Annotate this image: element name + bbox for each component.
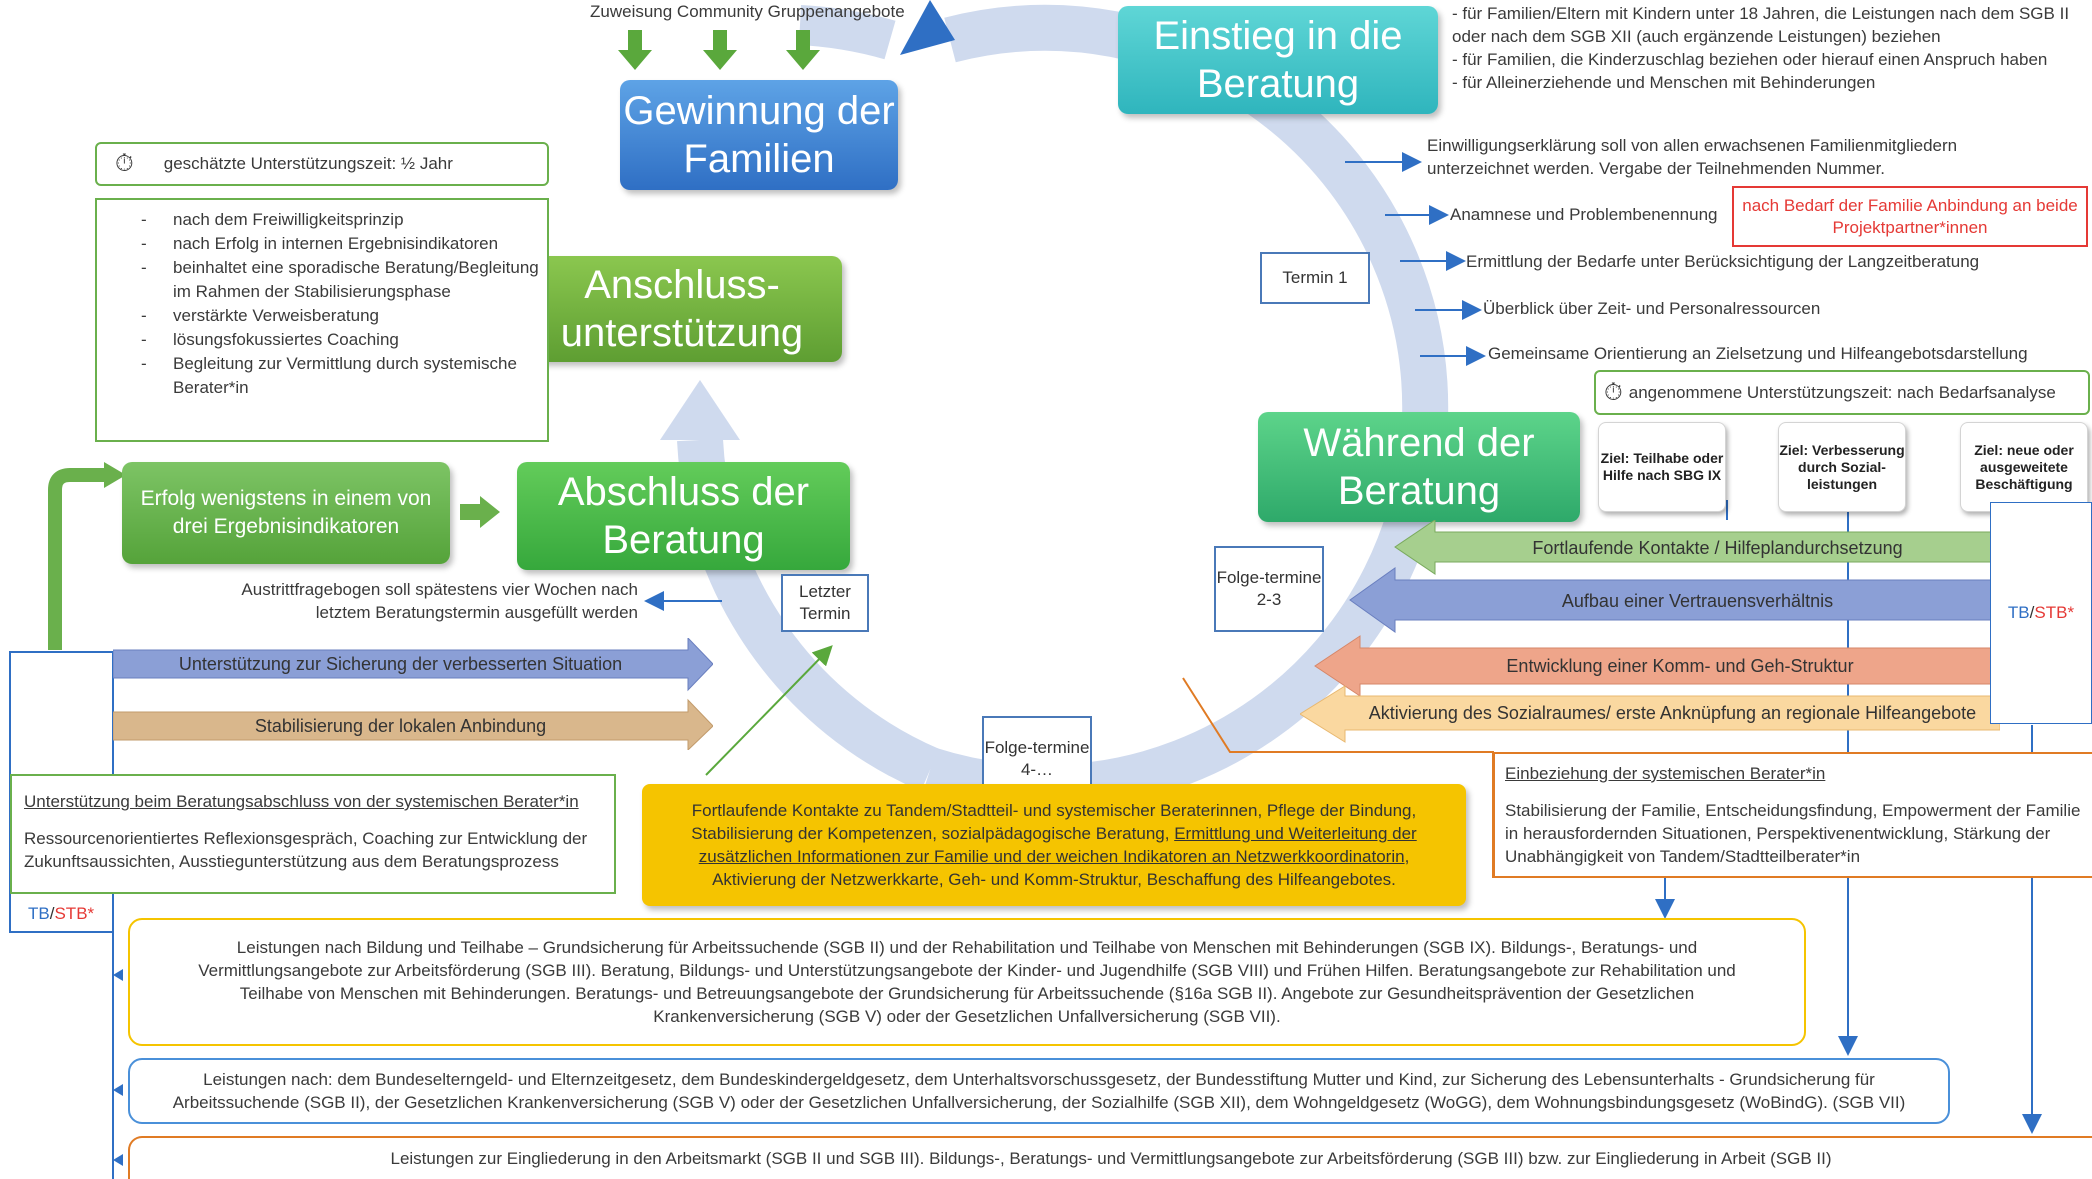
target-group-item: - für Familien/Eltern mit Kindern unter … [1452, 4, 2070, 46]
stb-label: STB* [54, 904, 95, 923]
project-partner-note: nach Bedarf der Familie Anbindung an bei… [1732, 186, 2088, 247]
during-bar-4: Aktivierung des Sozialraumes/ erste Ankn… [1368, 702, 1977, 723]
list-item: nach dem Freiwilligkeitsprinzip [97, 208, 547, 232]
phase-anschluss: Anschluss-unterstützung [522, 256, 842, 362]
einstieg-step-1: Einwilligungserklärung soll von allen er… [1427, 136, 1958, 178]
green-down-arrows [618, 30, 820, 70]
austritt-text: Austrittfragebogen soll spätestens vier … [241, 580, 638, 622]
einstieg-step-4: Überblick über Zeit- und Personalressour… [1483, 299, 1821, 318]
goal-beschaeftigung: Ziel: neue oder ausgeweitete Beschäftigu… [1960, 422, 2088, 512]
target-group-item: - für Familien, die Kinderzuschlag bezie… [1452, 50, 2048, 69]
systemic-involvement-title: Einbeziehung der systemischen Berater*in [1505, 764, 1826, 783]
during-bars [1300, 520, 2000, 743]
during-bar-3: Entwicklung einer Komm- und Geh-Struktur [1506, 655, 1854, 676]
einstieg-step-5: Gemeinsame Orientierung an Zielsetzung u… [1488, 344, 2028, 363]
estimated-time-box: ⏱ geschätzte Unterstützungszeit: ½ Jahr [95, 142, 549, 186]
phase-abschluss: Abschluss der Beratung [517, 462, 850, 570]
systemic-support-text: Ressourcenorientiertes Reflexionsgespräc… [24, 829, 588, 871]
list-item: beinhaltet eine sporadische Beratung/Beg… [97, 256, 547, 304]
yellow-text-2: , Aktivierung der Netzwerkkarte, Geh- un… [712, 847, 1410, 889]
leistungen-panel-1: Leistungen nach Bildung und Teilhabe – G… [128, 918, 1806, 1046]
termin-1: Termin 1 [1260, 252, 1370, 304]
stopwatch-icon: ⏱ [1604, 378, 1623, 406]
stopwatch-icon: ⏱ [115, 150, 134, 177]
anschluss-list-box: nach dem Freiwilligkeitsprinzip nach Erf… [95, 198, 549, 442]
einstieg-arrows [1345, 152, 1486, 366]
tb-stb-left: TB/STB* [28, 904, 94, 924]
systemic-involvement-box: Einbeziehung der systemischen Berater*in… [1493, 752, 2092, 878]
abschluss-bars [113, 638, 713, 750]
during-bar-2: Aufbau einer Vertrauensverhältnis [1561, 590, 1834, 611]
yellow-info-box: Fortlaufende Kontakte zu Tandem/Stadttei… [642, 784, 1466, 906]
slash-label: / [2029, 603, 2035, 622]
success-right-arrow [460, 496, 500, 528]
list-item: lösungsfokussiertes Coaching [97, 328, 547, 352]
abschluss-bar-1: Unterstützung zur Sicherung der verbesse… [178, 653, 623, 674]
systemic-support-box: Unterstützung beim Beratungsabschluss vo… [10, 774, 616, 894]
einstieg-step-3: Ermittlung der Bedarfe unter Berücksicht… [1466, 252, 1980, 271]
yellow-text-1: Fortlaufende Kontakte zu Tandem/Stadttei… [691, 801, 1417, 843]
green-diagonal [705, 645, 833, 776]
yellow-text-underlined: Ermittlung und Weiterleitung der zusätzl… [698, 824, 1417, 866]
top-label: Zuweisung Community Gruppenangebote [590, 2, 905, 21]
einstieg-step-2: Anamnese und Problembenennung [1450, 205, 1718, 224]
cycle-ring-top [798, 5, 896, 60]
anschluss-list: nach dem Freiwilligkeitsprinzip nach Erf… [97, 208, 547, 400]
accepted-time-text: angenommene Unterstützungszeit: nach Bed… [1628, 382, 2056, 402]
goal-sozialleistungen: Ziel: Verbesserung durch Sozial-leistung… [1778, 422, 1906, 512]
stb-label: STB* [2034, 603, 2075, 622]
erfolg-box: Erfolg wenigstens in einem von drei Erge… [122, 462, 450, 564]
goal-teilhabe: Ziel: Teilhabe oder Hilfe nach SBG IX [1598, 422, 1726, 512]
target-group-item: - für Alleinerziehende und Menschen mit … [1452, 73, 1876, 92]
phase-gewinnung: Gewinnung der Familien [620, 80, 898, 190]
systemic-involvement-text: Stabilisierung der Familie, Entscheidung… [1505, 801, 2081, 866]
systemic-support-title: Unterstützung beim Beratungsabschluss vo… [24, 792, 579, 811]
success-connector [48, 468, 108, 650]
cycle-arrowhead-top [900, 0, 955, 55]
slash-label: / [49, 904, 55, 923]
accepted-time-box: ⏱ angenommene Unterstützungszeit: nach B… [1594, 370, 2090, 415]
phase-waehrend: Während der Beratung [1258, 412, 1580, 522]
letzter-termin: Letzter Termin [781, 574, 869, 632]
tb-stb-right: TB/STB* [1990, 502, 2092, 724]
abschluss-bar-2: Stabilisierung der lokalen Anbindung [254, 715, 547, 736]
list-item: nach Erfolg in internen Ergebnisindikato… [97, 232, 547, 256]
during-bar-1: Fortlaufende Kontakte / Hilfeplandurchse… [1532, 537, 1903, 558]
target-groups: - für Familien/Eltern mit Kindern unter … [1452, 2, 2092, 94]
tb-label: TB [28, 904, 50, 923]
estimated-time-text: geschätzte Unterstützungszeit: ½ Jahr [163, 154, 453, 173]
phase-einstieg: Einstieg in die Beratung [1118, 6, 1438, 114]
folgetermine-2-3: Folge-termine 2-3 [1214, 546, 1324, 632]
list-item: verstärkte Verweisberatung [97, 304, 547, 328]
list-item: Begleitung zur Vermittlung durch systemi… [97, 352, 547, 400]
tb-label: TB [2007, 603, 2030, 622]
leistungen-panel-3: Leistungen zur Eingliederung in den Arbe… [128, 1136, 2092, 1179]
leistungen-panel-2: Leistungen nach: dem Bundeselterngeld- u… [128, 1058, 1950, 1124]
cycle-arrowhead-left [660, 380, 740, 440]
